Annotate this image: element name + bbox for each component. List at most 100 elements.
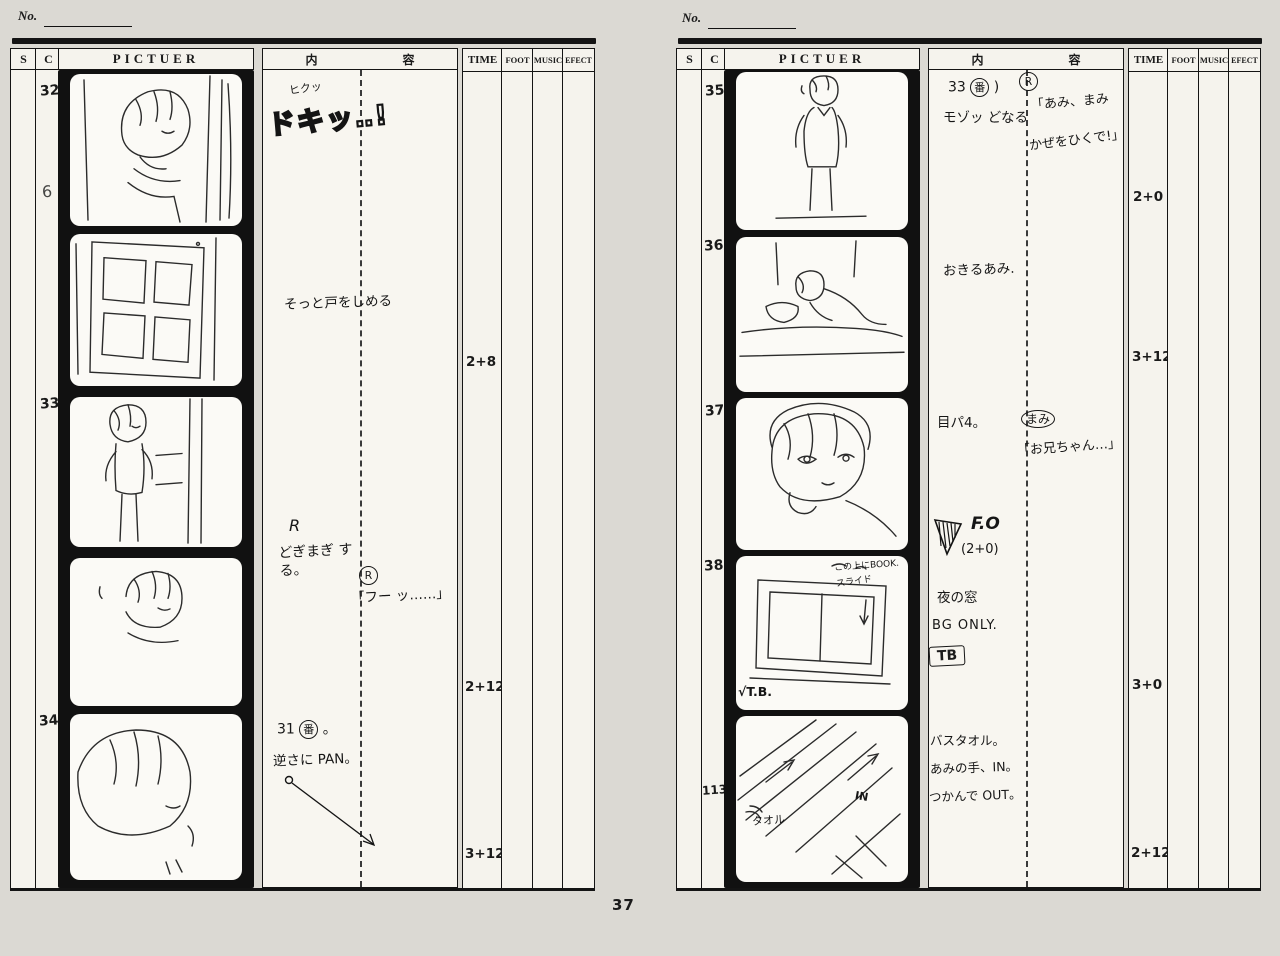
content-header-left: 内 (305, 52, 318, 67)
time-header: TIME (1129, 49, 1168, 72)
foot-header: FOOT (1168, 49, 1199, 72)
column-header-content: 内 容 (928, 48, 1124, 70)
foot-column: FOOT (1167, 48, 1200, 890)
cut-number: 32 (39, 82, 61, 100)
note-kaze: かぜをひくで!」 (1028, 127, 1126, 154)
foot-column: FOOT (501, 48, 534, 890)
effect-header: EFECT (563, 49, 594, 72)
sketch-towel-diagonals (737, 719, 901, 879)
s-column (676, 70, 703, 890)
note-fade-out: F.O (971, 514, 1000, 534)
time-value: 2+0 (1133, 189, 1164, 205)
cut33-number: 33 (948, 79, 966, 96)
frame-label-tb: √T.B. (738, 684, 772, 699)
storyboard-frame-4: √T.B. この上にBOOK. スライド (736, 556, 908, 710)
note-doki-sfx: ドキッ‥! (266, 99, 392, 143)
note-okiru: おきるあみ. (942, 260, 1015, 280)
time-value: 2+12 (465, 679, 505, 695)
cut-number: 33 (39, 395, 61, 413)
sketch-girl-face-closeup (769, 402, 897, 537)
no-underline (708, 28, 796, 29)
pan-arrow (284, 775, 376, 847)
note-sotto: そっと戸をしめる (283, 293, 393, 313)
picture-filmstrip (58, 70, 254, 888)
music-header: MUSIC (1199, 49, 1229, 72)
music-column: MUSIC (1198, 48, 1230, 890)
content-divider-dashed (1026, 70, 1028, 887)
bottom-rule (10, 888, 595, 891)
cut-number: 38 (703, 557, 725, 575)
note-aminote: あみの手、IN。 (929, 758, 1019, 777)
cut-number: 35 (704, 82, 726, 100)
time-value: 3+0 (1132, 677, 1163, 693)
column-header-s: S (10, 48, 37, 70)
note-cut33: 33 番 ) (948, 78, 999, 97)
sketch-girl-peeking-door (83, 75, 232, 223)
storyboard-frame-1 (70, 74, 242, 226)
time-value: 2+8 (466, 354, 497, 370)
column-header-picture: PICTUER (58, 48, 254, 70)
music-header: MUSIC (533, 49, 563, 72)
content-header-right: 容 (402, 52, 415, 67)
cut-number: 36 (703, 237, 725, 255)
page-number: 37 (612, 896, 635, 914)
no-label: No. (682, 10, 702, 25)
storyboard-frame-3 (70, 397, 242, 547)
content-column: ヒクッ ドキッ‥! そっと戸をしめる R どぎまぎ する。 R 「フー ッ……」… (262, 70, 458, 888)
content-divider-dashed (360, 70, 362, 887)
note-basutaoru: バスタオル。 (930, 733, 1006, 748)
time-value: 3+12 (465, 846, 505, 862)
note-bgonly: BG ONLY. (932, 618, 998, 633)
cut33-paren: ) (993, 79, 1000, 96)
storyboard-sheet-left: No. S C PICTUER 内 容 32 6 33 34 (10, 4, 598, 904)
cut-number: 34 (38, 712, 60, 730)
effect-column: EFECT (562, 48, 595, 890)
note-r: R (289, 516, 301, 535)
storyboard-frame-4 (70, 558, 242, 706)
frame-label-towel: タオル (751, 812, 786, 829)
music-column: MUSIC (532, 48, 564, 890)
time-header: TIME (463, 49, 502, 72)
s-column (10, 70, 37, 890)
sketch-boy-standing (775, 75, 867, 219)
content-column: 33 番 ) モゾッ どなる R 「あみ、まみ かぜをひくで!」 おきるあみ. … (928, 70, 1126, 888)
note-tb-boxed: TB (928, 645, 966, 667)
sketch-closed-door (75, 237, 217, 381)
sketch-girl-waking-futon (739, 240, 905, 357)
storyboard-frame-5: タオル IN (736, 716, 908, 882)
no-underline (44, 26, 132, 27)
bottom-rule (676, 888, 1261, 891)
stray-mark: 6 (41, 181, 53, 202)
sketch-head-closeup (77, 729, 195, 875)
note-r-circle: R (359, 566, 378, 585)
time-value: 3+12 (1132, 349, 1172, 365)
sketch-child-standing (105, 398, 203, 544)
sketch-head-looking-down (98, 570, 183, 644)
note-oniichan: 「お兄ちゃん…」 (1016, 436, 1122, 459)
storyboard-frame-2 (70, 234, 242, 386)
storyboard-frame-3 (736, 398, 908, 550)
time-column: TIME 2+8 2+12 3+12 (462, 48, 505, 890)
cut31-dot: 。 (322, 721, 337, 738)
cut33-ban-circled: 番 (970, 78, 990, 97)
note-fuu-dialogue: 「フー ッ……」 (350, 585, 451, 607)
picture-filmstrip: √T.B. この上にBOOK. スライド タオル IN (724, 70, 920, 888)
time-value: 2+12 (1131, 845, 1171, 861)
content-header-right: 容 (1068, 52, 1081, 67)
note-hiku: ヒクッ (288, 79, 323, 98)
note-tsukande: つかんで OUT。 (928, 786, 1022, 805)
storyboard-frame-5 (70, 714, 242, 880)
storyboard-sheet-right: No. S C PICTUER 内 容 35 36 37 38 113 (676, 4, 1264, 904)
note-mepa: 目パ4。 (937, 415, 987, 431)
fade-out-icon (933, 519, 963, 557)
column-header-s: S (676, 48, 703, 70)
note-cut31: 31 番 。 (277, 720, 337, 739)
column-header-picture: PICTUER (724, 48, 920, 70)
note-ami-mami: 「あみ、まみ (1030, 91, 1110, 114)
storyboard-frame-2 (736, 237, 908, 392)
note-fade-out-time: (2+0) (961, 542, 999, 557)
cut31-ban-circled: 番 (299, 720, 319, 739)
note-mozo: モゾッ どなる (943, 110, 1029, 126)
content-header-left: 内 (971, 52, 984, 67)
